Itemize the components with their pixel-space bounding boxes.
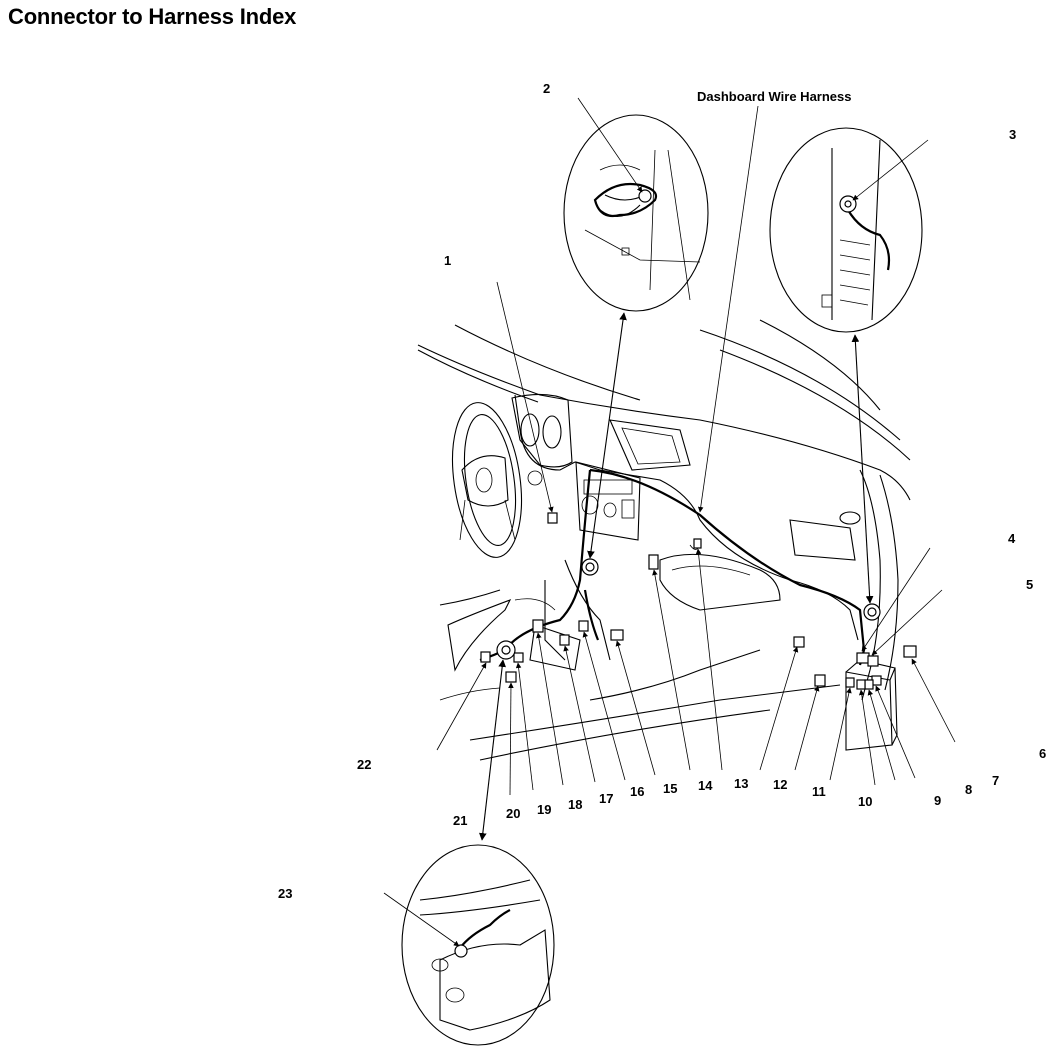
instrument-cluster xyxy=(511,393,573,486)
callout-13: 13 xyxy=(734,776,748,791)
floor-lines xyxy=(439,589,841,761)
harness-label: Dashboard Wire Harness xyxy=(697,89,852,104)
connector-16 xyxy=(610,629,624,641)
callout-1: 1 xyxy=(444,253,451,268)
connector-5 xyxy=(867,655,879,667)
connector-22 xyxy=(480,651,491,663)
connector-14 xyxy=(693,538,702,549)
callout-20: 20 xyxy=(506,806,520,821)
connector-18b xyxy=(532,619,544,633)
connector-17 xyxy=(578,620,589,632)
callout-15: 15 xyxy=(663,781,677,796)
callout-21: 21 xyxy=(453,813,467,828)
connector-15 xyxy=(648,554,659,570)
connector-20 xyxy=(505,671,517,683)
steering-wheel xyxy=(452,402,522,558)
dashboard-wire-harness xyxy=(479,468,866,666)
connector-11 xyxy=(845,677,855,688)
glovebox xyxy=(659,553,781,611)
detail-bubble-2 xyxy=(563,114,709,312)
callout-23: 23 xyxy=(278,886,292,901)
detail-link-arrows xyxy=(478,312,874,841)
connector-13 xyxy=(793,636,805,648)
detail-bubble-21 xyxy=(401,844,555,1046)
callout-11: 11 xyxy=(812,784,826,799)
callout-12: 12 xyxy=(773,777,787,792)
connector-4 xyxy=(856,652,870,664)
callout-17: 17 xyxy=(599,791,613,806)
callout-3: 3 xyxy=(1009,127,1016,142)
connector-10 xyxy=(856,679,866,690)
callout-18: 18 xyxy=(568,797,582,812)
callout-7: 7 xyxy=(992,773,999,788)
callout-5: 5 xyxy=(1026,577,1033,592)
connectors xyxy=(480,512,917,690)
callout-9: 9 xyxy=(934,793,941,808)
connector-19 xyxy=(513,652,524,663)
connector-18 xyxy=(559,634,570,646)
callout-8: 8 xyxy=(965,782,972,797)
callout-22: 22 xyxy=(357,757,371,772)
callout-14: 14 xyxy=(698,778,713,793)
callout-4: 4 xyxy=(1008,531,1016,546)
detail-bubble-3 xyxy=(769,127,923,333)
leader-lines xyxy=(383,97,956,947)
callout-labels: 1 2 3 4 5 6 7 8 9 10 11 12 13 14 15 16 1… xyxy=(278,81,1046,901)
connector-9 xyxy=(864,679,874,690)
callout-6: 6 xyxy=(1039,746,1046,761)
callout-19: 19 xyxy=(537,802,551,817)
callout-16: 16 xyxy=(630,784,644,799)
page-title: Connector to Harness Index xyxy=(8,4,297,29)
dashboard-outline xyxy=(417,319,911,701)
callout-2: 2 xyxy=(543,81,550,96)
connector-1 xyxy=(547,512,558,524)
callout-10: 10 xyxy=(858,794,872,809)
connector-7 xyxy=(903,645,917,658)
connector-12 xyxy=(814,674,826,687)
